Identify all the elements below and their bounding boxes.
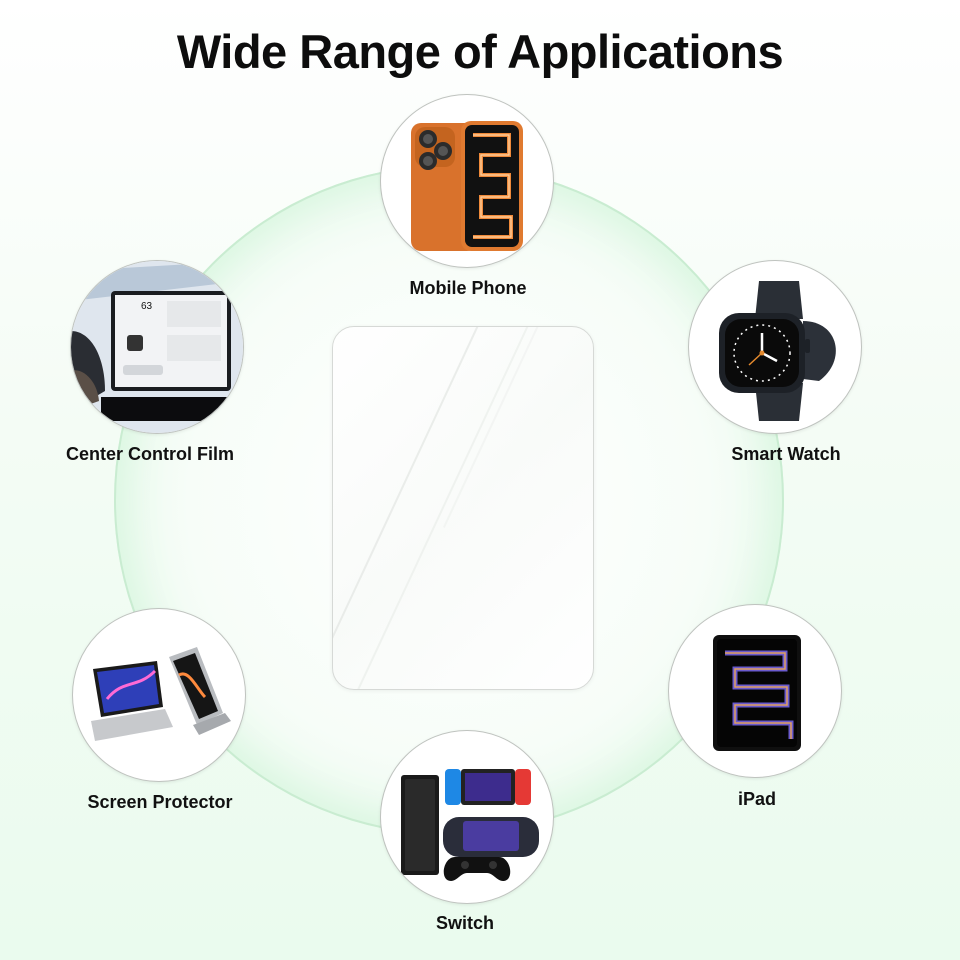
glass-protector-icon [332,326,594,690]
svg-text:63: 63 [141,301,153,312]
label-mobile-phone: Mobile Phone [409,278,527,298]
car-dashboard-icon: 63 [71,261,243,433]
label-screen-protector: Screen Protector [87,792,233,812]
smartphone-icon [411,121,523,251]
game-console-icon [401,769,539,881]
tablet-icon [713,635,801,751]
node-center-control-film: 63 [70,260,244,434]
page-title: Wide Range of Applications [176,25,784,78]
node-switch [380,730,554,904]
label-switch: Switch [435,913,494,933]
node-ipad [668,604,842,778]
smartwatch-icon [719,281,836,421]
node-screen-protector [72,608,246,782]
label-ipad: iPad [737,789,776,809]
label-center-control-film: Center Control Film [65,444,234,464]
laptop-icon [91,647,231,741]
node-mobile-phone [380,94,554,268]
node-smart-watch [688,260,862,434]
label-smart-watch: Smart Watch [731,444,841,464]
